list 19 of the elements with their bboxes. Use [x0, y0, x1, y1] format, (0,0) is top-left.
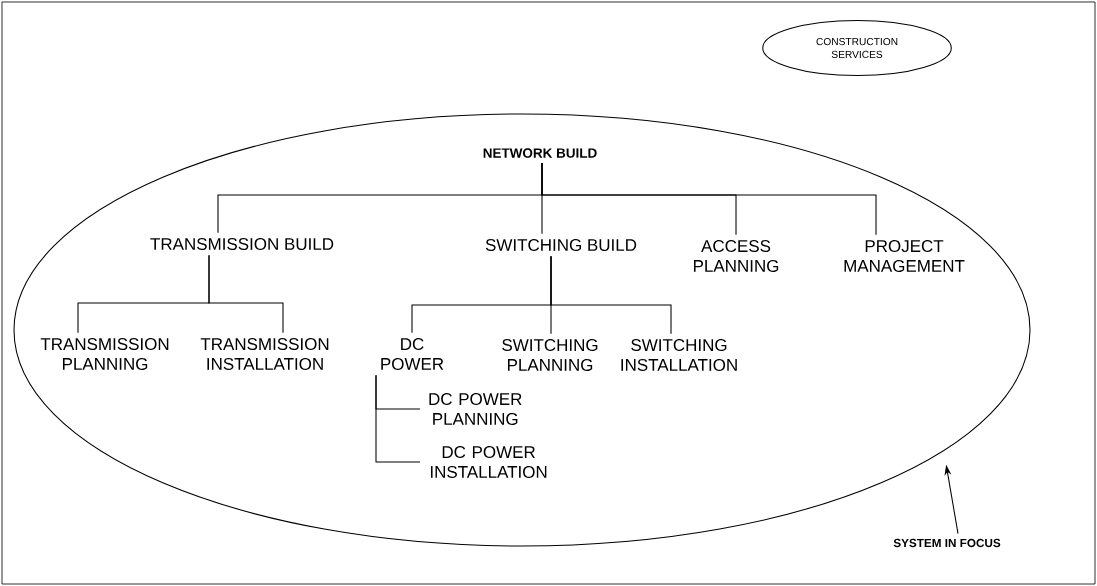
unit-label: NETWORK BUILD — [483, 148, 597, 158]
unit-label: DC POWER PLANNING — [429, 393, 522, 425]
unit-label: ACCESS PLANNING — [694, 240, 779, 272]
boundary-ellipse — [13, 113, 1031, 547]
connector-line — [541, 162, 877, 236]
unit-label: TRANSMISSION PLANNING — [40, 338, 169, 370]
connector-line — [550, 255, 672, 335]
unit-label: SWITCHING BUILD — [485, 239, 637, 251]
unit-label: SWITCHING PLANNING — [502, 339, 598, 371]
connector-line — [375, 374, 421, 463]
unit-label: PROJECT MANAGEMENT — [844, 240, 965, 272]
unit-label: DC POWER — [381, 338, 444, 370]
oval-label: CONSTRUCTION SERVICES — [762, 19, 952, 77]
unit-label: TRANSMISSION BUILD — [150, 238, 334, 250]
unit-label: TRANSMISSION INSTALLATION — [200, 338, 329, 370]
unit-label: SWITCHING INSTALLATION — [621, 339, 737, 371]
connector-line — [208, 254, 284, 334]
unit-label: DC POWER INSTALLATION — [430, 446, 547, 478]
callout-text: SYSTEM IN FOCUS — [893, 538, 1001, 548]
